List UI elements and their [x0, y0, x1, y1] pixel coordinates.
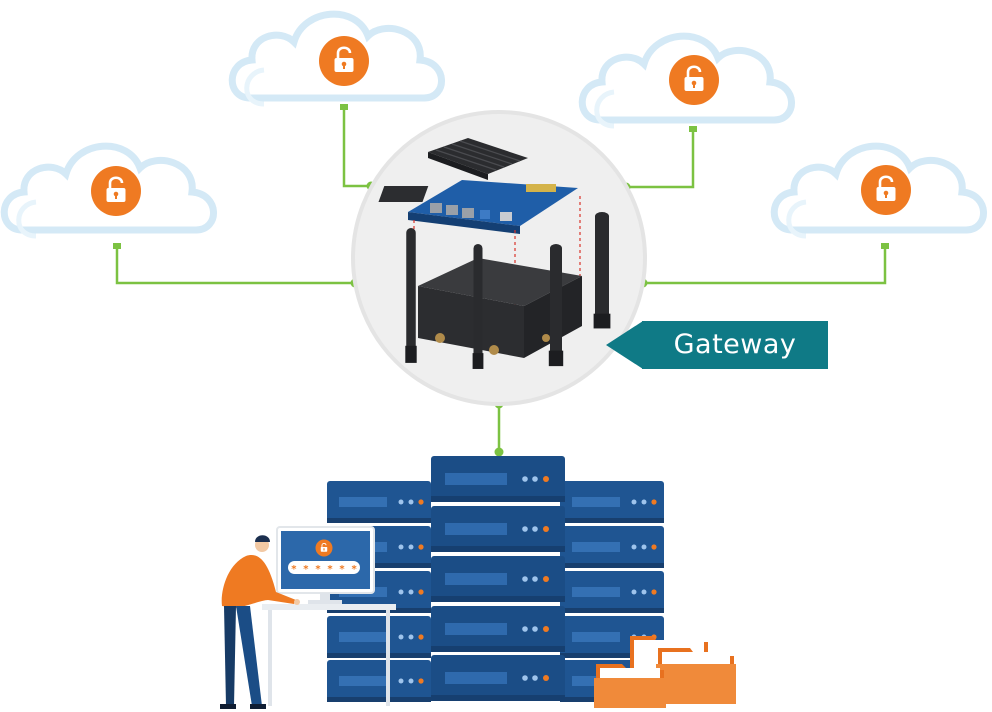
- antenna-icon: [472, 244, 484, 369]
- lock-icon: [667, 53, 721, 107]
- circuit-board: [378, 180, 578, 234]
- server-rack-icon: [431, 456, 565, 502]
- connector-far-right: [643, 247, 887, 285]
- gateway-pointer: [606, 321, 643, 369]
- connector-lines: [115, 108, 887, 452]
- password-mask: * * * * * *: [291, 564, 357, 575]
- lock-icon: [315, 539, 333, 557]
- cloud-node-left: [232, 14, 441, 104]
- connector-far-left: [115, 247, 355, 285]
- connector-right: [626, 130, 695, 189]
- antenna-icon: [548, 244, 564, 367]
- folder-icon: [656, 648, 736, 704]
- antenna-icon: [593, 212, 611, 329]
- folders: [594, 636, 736, 708]
- cloud-node-far-left: [4, 146, 213, 236]
- workstation: * * * * * *: [220, 526, 396, 709]
- gateway-label: Gateway: [642, 321, 828, 369]
- heatsink: [428, 138, 528, 180]
- folder-icon: [594, 664, 666, 708]
- server-rack-center: [431, 456, 565, 701]
- lock-icon: [89, 164, 143, 218]
- antenna-icon: [405, 228, 417, 363]
- connector-left: [342, 108, 371, 188]
- lock-icon: [859, 163, 913, 217]
- gateway-device: [351, 110, 647, 406]
- person-icon: [220, 535, 300, 709]
- monitor-icon: * * * * * *: [276, 526, 375, 604]
- cloud-node-right: [582, 36, 791, 126]
- cloud-node-far-right: [774, 146, 983, 236]
- lock-icon: [317, 34, 371, 88]
